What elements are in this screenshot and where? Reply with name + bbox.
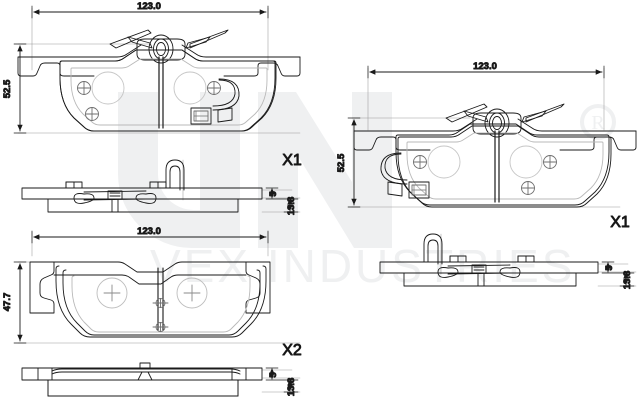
qty-label-top-right: X1: [610, 214, 630, 231]
dim-thickness-total-top-right: 13.8: [622, 271, 633, 290]
dim-thickness-total-top-left: 13.8: [286, 197, 297, 216]
dim-thickness-backing-bottom-left: 5: [268, 372, 279, 378]
dim-height-top-left: 52.5: [2, 79, 13, 98]
dim-thickness-backing-top-left: 5: [268, 191, 279, 197]
dim-width-bottom-left: 123.0: [137, 226, 161, 237]
qty-label-bottom-left: X2: [282, 342, 302, 359]
dim-width-top-right: 123.0: [473, 61, 497, 72]
view-pad-a-face: [13, 5, 301, 134]
dim-width-top-left: 123.0: [137, 1, 161, 12]
view-pad-c-face: [13, 230, 301, 344]
view-pad-b-face: [347, 65, 637, 208]
qty-label-top-left: X1: [282, 152, 302, 169]
view-pad-c-side: [21, 362, 301, 397]
dim-height-top-right: 52.5: [336, 153, 347, 172]
dim-thickness-backing-top-right: 5: [604, 265, 615, 271]
view-pad-a-side: [21, 159, 301, 213]
dim-thickness-total-bottom-left: 13.8: [286, 378, 297, 397]
dim-height-bottom-left: 47.7: [2, 293, 13, 312]
view-pad-b-side: [379, 233, 637, 287]
